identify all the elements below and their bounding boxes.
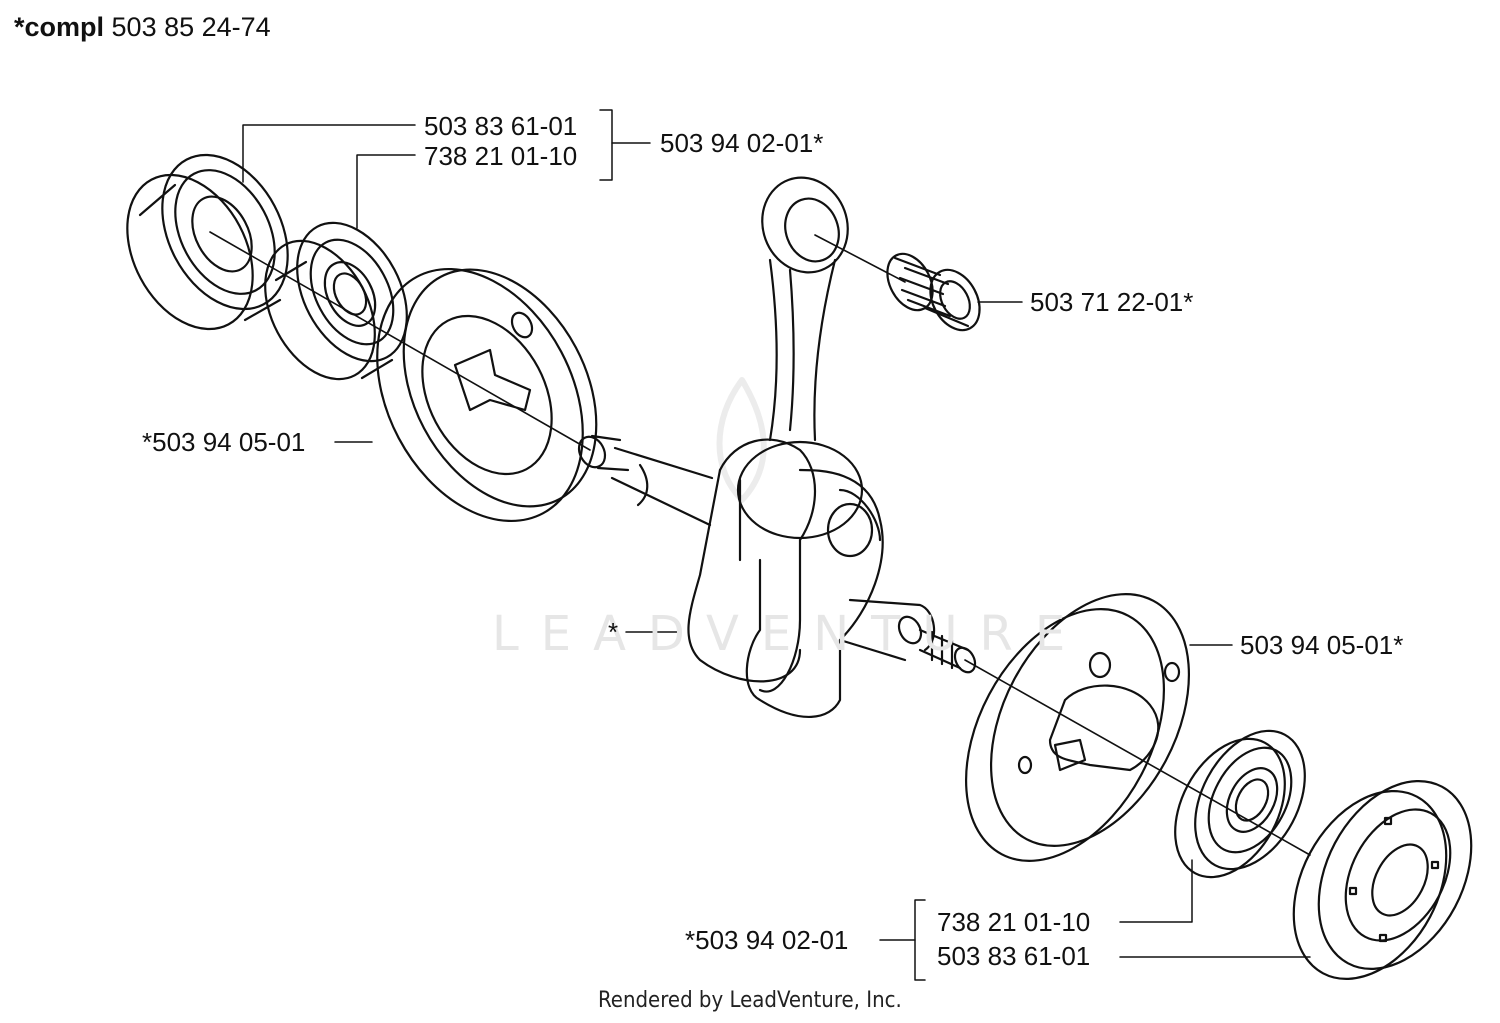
watermark-flame-icon (716, 377, 767, 503)
ball-bearing-icon (1174, 729, 1306, 879)
watermark: LEADVENTURE (492, 606, 1088, 662)
callout-crankshaft[interactable]: * (608, 617, 619, 647)
footer-credit: Rendered by LeadVenture, Inc. (598, 988, 902, 1013)
ball-bearing-icon (264, 221, 408, 381)
callout-bearing-bottom[interactable]: 738 21 01-10 (937, 907, 1091, 937)
oil-seal-icon (126, 153, 289, 331)
crankshaft-icon (577, 434, 977, 718)
callout-kit-bottom[interactable]: *503 94 02-01 (685, 925, 849, 955)
crank-web-icon (376, 267, 598, 523)
callout-bearing-top[interactable]: 738 21 01-10 (424, 141, 578, 171)
needle-bearing-icon (886, 252, 981, 332)
oil-seal-icon (1292, 780, 1473, 980)
callout-needle-bearing[interactable]: 503 71 22-01* (1030, 287, 1194, 317)
title-bold: *compl (14, 12, 105, 42)
callout-flywheel-half-left[interactable]: *503 94 05-01 (142, 427, 306, 457)
axis-line (209, 231, 1311, 856)
callout-kit-top[interactable]: 503 94 02-01* (660, 128, 824, 158)
title-part-number: 503 85 24-74 (104, 12, 271, 42)
page-title: *compl 503 85 24-74 (14, 12, 271, 43)
leader-lines (242, 109, 1311, 981)
callout-seal-top[interactable]: 503 83 61-01 (424, 111, 578, 141)
crank-web-icon (964, 593, 1191, 862)
callout-flywheel-half-right[interactable]: 503 94 05-01* (1240, 630, 1404, 660)
callout-seal-bottom[interactable]: 503 83 61-01 (937, 941, 1091, 971)
